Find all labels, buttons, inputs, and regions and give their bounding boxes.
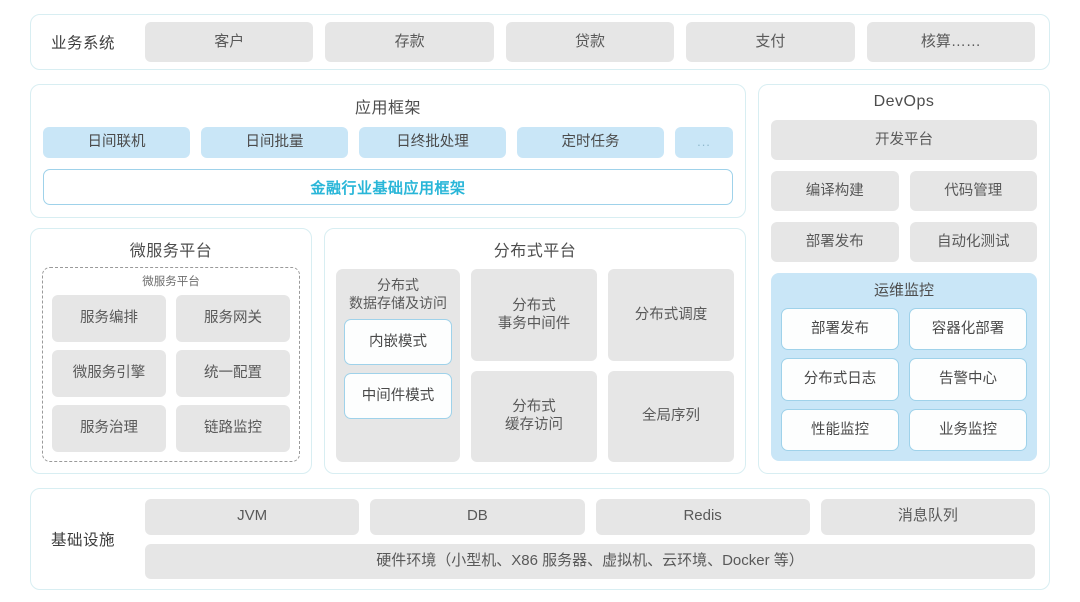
distributed-item-line2: 事务中间件 <box>497 315 571 332</box>
distributed-storage-box[interactable]: 分布式 数据存储及访问 内嵌模式 中间件模式 <box>336 269 460 462</box>
ops-monitoring-item[interactable]: 部署发布 <box>781 308 899 351</box>
app-framework-item[interactable]: 定时任务 <box>517 127 664 158</box>
infrastructure-item[interactable]: Redis <box>595 499 810 535</box>
distributed-storage-column: 分布式 数据存储及访问 内嵌模式 中间件模式 <box>336 269 460 462</box>
distributed-platform-panel: 分布式平台 分布式 数据存储及访问 内嵌模式 中间件模式 <box>324 228 746 474</box>
devops-items: 编译构建 代码管理 部署发布 自动化测试 <box>771 171 1037 262</box>
microservice-item[interactable]: 链路监控 <box>176 405 290 452</box>
microservice-inner-box: 微服务平台 服务编排 服务网关 微服务引擎 统一配置 服务治理 链路监控 <box>42 267 300 462</box>
middle-section: 应用框架 日间联机 日间批量 日终批处理 定时任务 ... 金融行业基础应用框架… <box>30 84 1050 474</box>
devops-item[interactable]: 编译构建 <box>771 171 899 211</box>
ops-monitoring-item[interactable]: 告警中心 <box>909 358 1027 401</box>
business-systems-panel: 业务系统 客户 存款 贷款 支付 核算…… <box>30 14 1050 70</box>
app-framework-item-more[interactable]: ... <box>675 127 733 158</box>
infrastructure-label: 基础设施 <box>51 532 116 549</box>
distributed-item[interactable]: 分布式调度 <box>608 269 734 361</box>
microservice-item[interactable]: 统一配置 <box>176 350 290 397</box>
devops-panel: DevOps 开发平台 编译构建 代码管理 部署发布 自动化测试 运维监控 部署… <box>758 84 1050 474</box>
application-framework-title: 应用框架 <box>354 100 421 117</box>
devops-column: DevOps 开发平台 编译构建 代码管理 部署发布 自动化测试 运维监控 部署… <box>758 84 1050 474</box>
ops-monitoring-item[interactable]: 容器化部署 <box>909 308 1027 351</box>
distributed-item-line1: 全局序列 <box>642 408 700 425</box>
business-system-item[interactable]: 核算…… <box>866 22 1036 62</box>
infrastructure-hardware-row: 硬件环境（小型机、X86 服务器、虚拟机、云环境、Docker 等） <box>145 543 1035 579</box>
infrastructure-panel: 基础设施 JVM DB Redis 消息队列 硬件环境（小型机、X86 服务器、… <box>30 488 1050 590</box>
infrastructure-items: JVM DB Redis 消息队列 <box>145 499 1035 535</box>
distributed-item-line1: 分布式 <box>512 297 556 314</box>
business-system-item[interactable]: 客户 <box>145 22 314 62</box>
app-framework-item[interactable]: 日间联机 <box>43 127 190 158</box>
infrastructure-item[interactable]: JVM <box>145 499 360 535</box>
distributed-item-line2: 缓存访问 <box>505 417 563 434</box>
distributed-storage-title-line2: 数据存储及访问 <box>349 295 447 312</box>
microservice-item[interactable]: 服务网关 <box>176 295 290 342</box>
devops-item[interactable]: 代码管理 <box>909 171 1037 211</box>
base-application-framework-bar: 金融行业基础应用框架 <box>43 169 733 205</box>
application-framework-items: 日间联机 日间批量 日终批处理 定时任务 ... <box>43 127 733 158</box>
business-system-item[interactable]: 存款 <box>325 22 494 62</box>
business-systems-items: 客户 存款 贷款 支付 核算…… <box>137 22 1036 62</box>
devops-platform-item[interactable]: 开发平台 <box>771 120 1037 160</box>
app-framework-item[interactable]: 日间批量 <box>201 127 348 158</box>
application-framework-panel: 应用框架 日间联机 日间批量 日终批处理 定时任务 ... 金融行业基础应用框架 <box>30 84 746 218</box>
infrastructure-body: JVM DB Redis 消息队列 硬件环境（小型机、X86 服务器、虚拟机、云… <box>137 499 1035 579</box>
distributed-item[interactable]: 分布式 事务中间件 <box>471 269 597 361</box>
distributed-item[interactable]: 分布式 缓存访问 <box>471 370 597 462</box>
distributed-storage-mode[interactable]: 中间件模式 <box>344 373 452 420</box>
microservice-platform-panel: 微服务平台 微服务平台 服务编排 服务网关 微服务引擎 统一配置 服务治理 链路… <box>30 228 312 474</box>
ops-monitoring-title: 运维监控 <box>873 282 934 299</box>
business-system-item[interactable]: 贷款 <box>505 22 675 62</box>
distributed-storage-mode[interactable]: 内嵌模式 <box>344 319 452 366</box>
infrastructure-item[interactable]: 消息队列 <box>820 499 1035 535</box>
business-systems-label: 业务系统 <box>51 35 116 52</box>
lower-platforms: 微服务平台 微服务平台 服务编排 服务网关 微服务引擎 统一配置 服务治理 链路… <box>30 228 746 474</box>
devops-item[interactable]: 自动化测试 <box>909 222 1037 262</box>
ops-monitoring-item[interactable]: 性能监控 <box>781 408 899 451</box>
ops-monitoring-panel: 运维监控 部署发布 容器化部署 分布式日志 告警中心 性能监控 业务监控 <box>771 273 1037 461</box>
microservice-inner-title: 微服务平台 <box>142 276 200 288</box>
distributed-item[interactable]: 全局序列 <box>608 370 734 462</box>
microservice-item[interactable]: 服务编排 <box>52 295 166 342</box>
distributed-storage-title-line1: 分布式 <box>377 277 419 293</box>
distributed-body: 分布式 数据存储及访问 内嵌模式 中间件模式 分布式 <box>336 269 734 462</box>
ops-monitoring-items: 部署发布 容器化部署 分布式日志 告警中心 性能监控 业务监控 <box>781 308 1027 451</box>
devops-item[interactable]: 部署发布 <box>771 222 899 262</box>
devops-platform-row: 开发平台 <box>771 120 1037 160</box>
microservice-item[interactable]: 服务治理 <box>52 405 166 452</box>
infrastructure-hardware-item[interactable]: 硬件环境（小型机、X86 服务器、虚拟机、云环境、Docker 等） <box>145 543 1035 579</box>
ops-monitoring-item[interactable]: 业务监控 <box>909 408 1027 451</box>
microservice-items: 服务编排 服务网关 微服务引擎 统一配置 服务治理 链路监控 <box>52 295 290 452</box>
ops-monitoring-item[interactable]: 分布式日志 <box>781 358 899 401</box>
distributed-item-line1: 分布式 <box>512 399 556 416</box>
distributed-item-line1: 分布式调度 <box>634 306 708 323</box>
platform-column: 应用框架 日间联机 日间批量 日终批处理 定时任务 ... 金融行业基础应用框架… <box>30 84 746 474</box>
app-framework-item[interactable]: 日终批处理 <box>359 127 506 158</box>
devops-title: DevOps <box>873 93 935 110</box>
infrastructure-item[interactable]: DB <box>370 499 585 535</box>
distributed-platform-title: 分布式平台 <box>493 243 577 260</box>
microservice-platform-title: 微服务平台 <box>129 243 213 260</box>
distributed-storage-title: 分布式 数据存储及访问 <box>344 276 452 312</box>
business-system-item[interactable]: 支付 <box>686 22 855 62</box>
microservice-item[interactable]: 微服务引擎 <box>52 350 166 397</box>
distributed-items: 分布式 事务中间件 分布式调度 分布 <box>471 269 734 462</box>
